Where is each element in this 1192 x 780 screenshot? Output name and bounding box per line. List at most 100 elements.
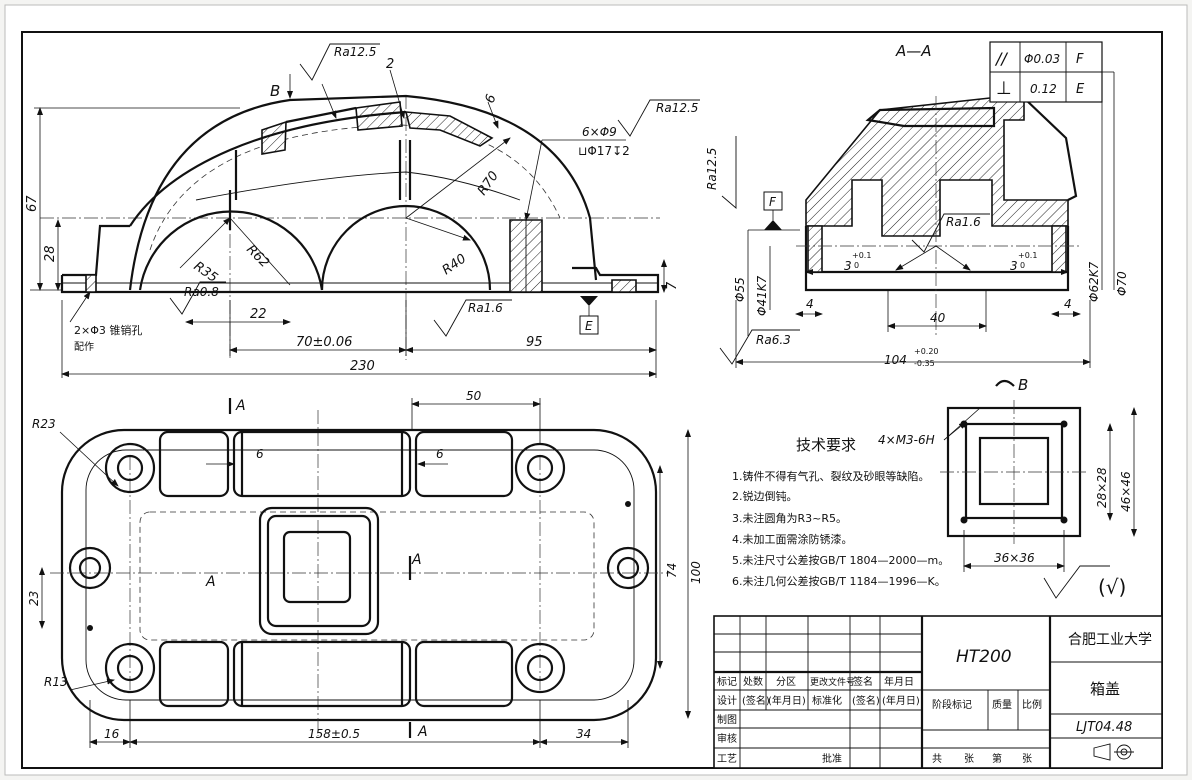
cut-label-top: A <box>235 398 246 414</box>
roughness-general: (√) <box>1098 575 1126 599</box>
dim-phi41k7: Φ41K7 <box>755 275 769 316</box>
tech-req-title: 技术要求 <box>796 436 856 454</box>
hdr-change-doc: 更改文件号 <box>810 676 855 688</box>
tech-req-item-2: 2.锐边倒钝。 <box>732 489 798 503</box>
holes-callout: 6×Φ9 <box>582 125 617 139</box>
dim-104-lower: -0.35 <box>914 359 935 368</box>
datum-f-label: F <box>769 195 777 209</box>
hdr-mark: 标记 <box>717 676 737 688</box>
roughness-ra12-5-top: Ra12.5 <box>334 45 376 59</box>
row-drawing: 制图 <box>717 713 737 726</box>
roughness-ra6-3: Ra6.3 <box>756 333 791 347</box>
tolerance-value-perpendicular: 0.12 <box>1030 82 1057 96</box>
tech-req-item-6: 6.未注几何公差按GB/T 1184—1996—K。 <box>732 574 946 588</box>
sheets-unit-1: 张 <box>964 753 974 765</box>
dim-67: 67 <box>25 195 40 212</box>
dim-4-left: 4 <box>806 297 814 311</box>
pin-holes-note: 2×Φ3 锥销孔 <box>74 323 142 337</box>
dim-r23: R23 <box>32 417 56 431</box>
dim-r13: R13 <box>44 675 68 689</box>
datum-e-label: E <box>585 319 593 333</box>
drawing-number: LJT04.48 <box>1076 720 1132 735</box>
top-view-dimensions: R23 R13 6 6 50 74 100 23 16 158±0.5 34 <box>27 389 703 748</box>
title-block: HT200 合肥工业大学 箱盖 LJT04.48 标记 处数 分区 更改文件号 … <box>713 615 1163 769</box>
dim-7: 7 <box>665 281 680 290</box>
hdr-zone: 分区 <box>776 676 796 688</box>
roughness-ra12-5-right: Ra12.5 <box>656 101 698 115</box>
dim-3-right-lower: 0 <box>1020 261 1025 270</box>
dim-28x28: 28×28 <box>1095 467 1109 508</box>
tolerance-symbol-parallel: // <box>994 49 1008 68</box>
dim-95: 95 <box>526 335 543 350</box>
dim-158: 158±0.5 <box>308 727 360 741</box>
row-review: 审核 <box>717 732 737 745</box>
tech-req-item-3: 3.未注圆角为R3~R5。 <box>732 511 847 525</box>
material: HT200 <box>956 647 1012 667</box>
view-b: B 4×M3-6H 28×28 46×46 36×36 <box>878 376 1137 572</box>
sheets-total: 共 <box>932 753 942 765</box>
dim-104-upper: +0.20 <box>914 347 939 356</box>
projection-symbol-icon <box>1093 743 1134 761</box>
roughness-ra0-8: Ra0.8 <box>184 285 219 299</box>
roughness-ra12-5-side: Ra12.5 <box>705 148 719 190</box>
row-design-date: (年月日) <box>768 694 806 707</box>
school-name: 合肥工业大学 <box>1068 632 1152 648</box>
dim-74: 74 <box>665 563 679 578</box>
dim-36x36: 36×36 <box>994 551 1035 565</box>
hdr-date: 年月日 <box>884 675 914 688</box>
dim-6-right: 6 <box>436 447 444 461</box>
dim-3-right-upper: +0.1 <box>1018 251 1037 260</box>
row-standard-sign: (签名) <box>852 694 880 707</box>
scale: 比例 <box>1022 698 1042 711</box>
dim-40: 40 <box>930 311 946 325</box>
hdr-count: 处数 <box>743 675 763 688</box>
dim-50: 50 <box>466 389 482 403</box>
front-view-dimensions: 67 28 R35 R62 R40 R70 22 70±0.06 95 230 … <box>25 57 680 378</box>
dim-phi62k7: Φ62K7 <box>1087 261 1101 302</box>
roughness-ra1-6-base: Ra1.6 <box>468 301 503 315</box>
dim-phi55: Φ55 <box>733 277 747 302</box>
dim-34: 34 <box>576 727 591 741</box>
dim-3-right: 3 <box>1010 259 1018 273</box>
dim-22: 22 <box>250 307 267 322</box>
tolerance-datum-f: F <box>1076 52 1084 67</box>
datum-e: E <box>579 296 599 335</box>
view-arrow-b-label: B <box>270 82 280 100</box>
dim-4-right: 4 <box>1064 297 1072 311</box>
dim-2: 2 <box>386 57 394 72</box>
tolerance-value-parallel: Φ0.03 <box>1024 52 1060 66</box>
tolerance-symbol-perpendicular: ⊥ <box>996 78 1012 99</box>
cut-label-left: A <box>205 574 216 590</box>
dim-70: 70±0.06 <box>296 335 352 350</box>
part-name: 箱盖 <box>1090 680 1120 698</box>
section-a-a: A—A // Φ0.03 F ⊥ 0.12 E F Φ55 Φ41K7 <box>733 41 1129 368</box>
technical-requirements: 技术要求 1.铸件不得有气孔、裂纹及砂眼等缺陷。 2.锐边倒钝。 3.未注圆角为… <box>732 436 949 588</box>
cut-label-bottom: A <box>417 724 428 740</box>
tech-req-item-5: 5.未注尺寸公差按GB/T 1804—2000—m。 <box>732 553 949 567</box>
dim-phi70: Φ70 <box>1115 271 1129 296</box>
dim-46x46: 46×46 <box>1119 471 1133 512</box>
sheets-no: 第 <box>992 752 1002 765</box>
stage-mark: 阶段标记 <box>932 698 972 711</box>
pin-holes-note-fit: 配作 <box>74 341 94 353</box>
cut-label-right: A <box>411 552 422 568</box>
view-b-label: B <box>1018 376 1028 394</box>
bolt-bosses <box>68 442 650 694</box>
dim-6-left: 6 <box>256 447 264 461</box>
dim-3-left-lower: 0 <box>854 261 859 270</box>
view-b-arrow: B <box>270 74 293 100</box>
row-standard-date: (年月日) <box>882 694 920 707</box>
front-view <box>40 94 660 360</box>
row-design: 设计 <box>717 694 737 707</box>
dim-3-left-upper: +0.1 <box>852 251 871 260</box>
dim-28: 28 <box>43 245 58 262</box>
dim-3-left: 3 <box>844 259 852 273</box>
dim-104: 104 <box>884 353 907 367</box>
dim-16: 16 <box>104 727 120 741</box>
thread-callout: 4×M3-6H <box>878 433 935 447</box>
dim-230: 230 <box>350 359 375 374</box>
counterbore-callout: ⊔Φ17↧2 <box>578 144 630 158</box>
approve: 批准 <box>822 752 842 765</box>
mass: 质量 <box>992 699 1012 711</box>
